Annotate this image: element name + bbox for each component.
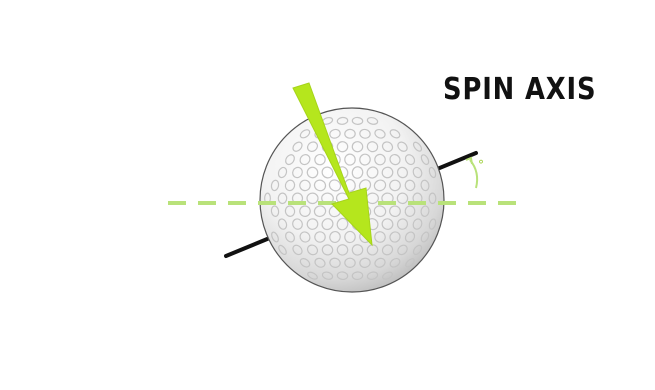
angle-arc-arrowhead bbox=[466, 158, 472, 164]
degree-label: ° bbox=[478, 158, 484, 172]
spin-axis-label: SPIN AXIS bbox=[443, 72, 596, 107]
angle-arc bbox=[470, 160, 477, 188]
